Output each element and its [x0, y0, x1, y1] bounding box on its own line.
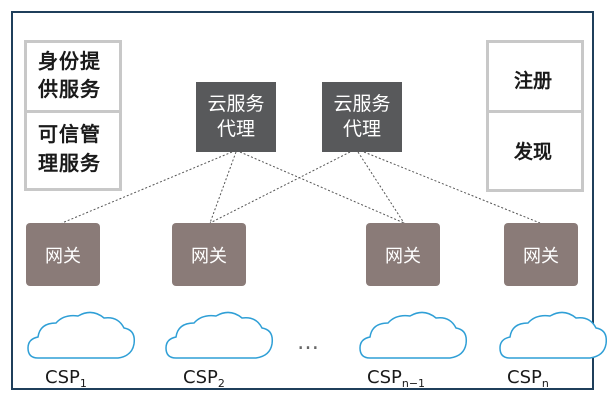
cloud-icon-2 [165, 311, 274, 359]
ellipsis: … [297, 330, 319, 355]
csp-label-1: CSP1 [45, 367, 87, 390]
csp-3-sub: n−1 [401, 377, 426, 390]
csp-2-base: CSP [183, 367, 218, 388]
proxy-1-line2: 代理 [216, 118, 255, 140]
link-proxy2-gateway3 [357, 151, 405, 224]
trust-service-line2: 理服务 [38, 151, 101, 175]
right-panel-divider [486, 110, 584, 113]
csp-2-sub: 2 [217, 377, 225, 390]
gateway-1: 网关 [26, 223, 100, 286]
link-proxy1-gateway2 [209, 151, 237, 224]
identity-service-line1: 身份提 [38, 49, 101, 73]
proxy-2-line2: 代理 [342, 118, 381, 140]
identity-service-line2: 供服务 [38, 77, 101, 101]
connection-lines [61, 151, 541, 224]
link-proxy1-gateway1 [61, 151, 233, 224]
link-proxy1-gateway3 [239, 151, 405, 224]
cloud-icon-1 [27, 311, 136, 359]
csp-4-sub: n [541, 377, 549, 390]
discover-label: 发现 [514, 141, 553, 163]
cloud-service-proxy-2: 云服务 代理 [322, 82, 402, 152]
gateway-2: 网关 [172, 223, 246, 286]
register-label: 注册 [514, 70, 553, 92]
gateway-4: 网关 [504, 223, 578, 286]
csp-1-base: CSP [45, 367, 80, 388]
gateway-3: 网关 [366, 223, 440, 286]
link-proxy2-gateway2 [209, 151, 351, 224]
csp-label-3: CSPn−1 [367, 367, 425, 390]
left-panel-divider [24, 110, 122, 113]
left-services-panel [24, 40, 122, 191]
csp-label-2: CSP2 [183, 367, 225, 390]
cloud-icon-4 [499, 311, 607, 359]
proxy-2-line1: 云服务 [333, 93, 391, 115]
cloud-service-proxy-1: 云服务 代理 [196, 82, 276, 152]
trust-service-line1: 可信管 [38, 122, 101, 146]
csp-4-base: CSP [507, 367, 542, 388]
csp-label-4: CSPn [507, 367, 549, 390]
proxy-1-line1: 云服务 [207, 93, 265, 115]
csp-3-base: CSP [367, 367, 402, 388]
csp-1-sub: 1 [79, 377, 87, 390]
cloud-icon-3 [359, 311, 468, 359]
right-services-panel [486, 40, 584, 192]
